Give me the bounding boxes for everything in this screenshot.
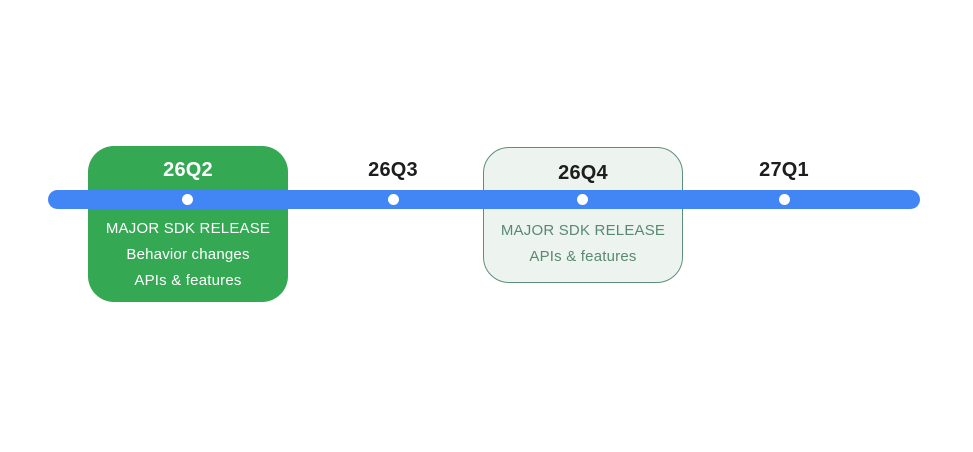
- milestone-details-26q2: MAJOR SDK RELEASE Behavior changes APIs …: [88, 216, 288, 294]
- milestone-line: APIs & features: [529, 248, 637, 265]
- timeline-dot-26q2: [182, 194, 193, 205]
- milestone-details-26q4: MAJOR SDK RELEASE APIs & features: [484, 218, 682, 270]
- timeline-dot-26q3: [388, 194, 399, 205]
- milestone-line: APIs & features: [134, 272, 242, 289]
- quarter-label-26q2: 26Q2: [163, 159, 213, 181]
- timeline-bar: [48, 190, 920, 209]
- quarter-label-27q1: 27Q1: [759, 159, 809, 181]
- quarter-label-26q4: 26Q4: [558, 162, 608, 184]
- milestone-card-26q2: 26Q2 MAJOR SDK RELEASE Behavior changes …: [88, 146, 288, 302]
- milestone-line: Behavior changes: [126, 246, 250, 263]
- milestone-line: MAJOR SDK RELEASE: [105, 220, 271, 237]
- milestone-line: MAJOR SDK RELEASE: [500, 222, 666, 239]
- timeline-dot-26q4: [577, 194, 588, 205]
- milestone-card-26q4: 26Q4 MAJOR SDK RELEASE APIs & features: [483, 147, 683, 283]
- timeline-dot-27q1: [779, 194, 790, 205]
- quarter-label-26q3: 26Q3: [368, 159, 418, 181]
